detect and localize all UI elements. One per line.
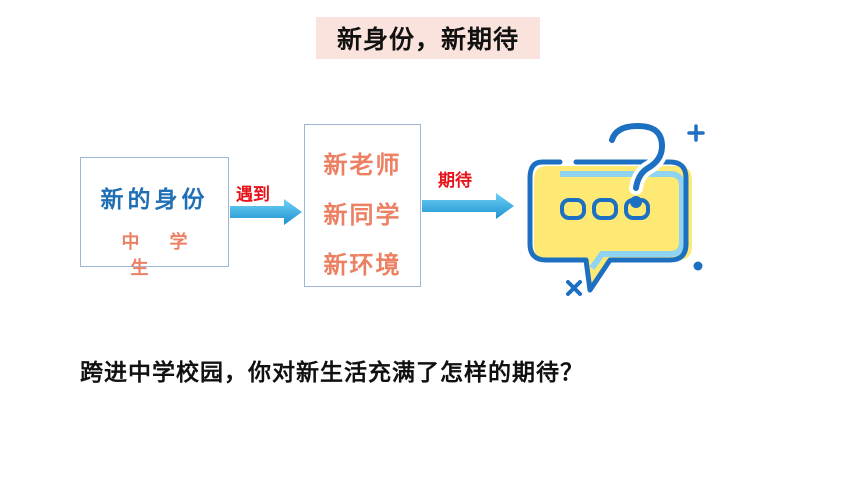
arrow-encounter: [230, 199, 302, 225]
encounter-item: 新同学: [323, 201, 402, 229]
page-title: 新身份，新期待: [316, 17, 540, 59]
identity-box: 新的身份 中学生: [80, 157, 229, 279]
encounter-item: 新环境: [323, 251, 402, 279]
identity-label: 新的身份: [100, 187, 209, 213]
encounter-box: 新老师 新同学 新环境: [304, 124, 421, 287]
arrow-label-encounter: 遇到: [236, 185, 270, 205]
question-text: 跨进中学校园，你对新生活充满了怎样的期待？: [80, 360, 584, 386]
arrow-label-expect: 期待: [438, 171, 472, 191]
arrow-expect: [422, 193, 514, 219]
speech-bubble-question-icon: [527, 118, 705, 296]
identity-sub-label: 中学生: [121, 232, 218, 279]
encounter-item: 新老师: [323, 151, 402, 179]
